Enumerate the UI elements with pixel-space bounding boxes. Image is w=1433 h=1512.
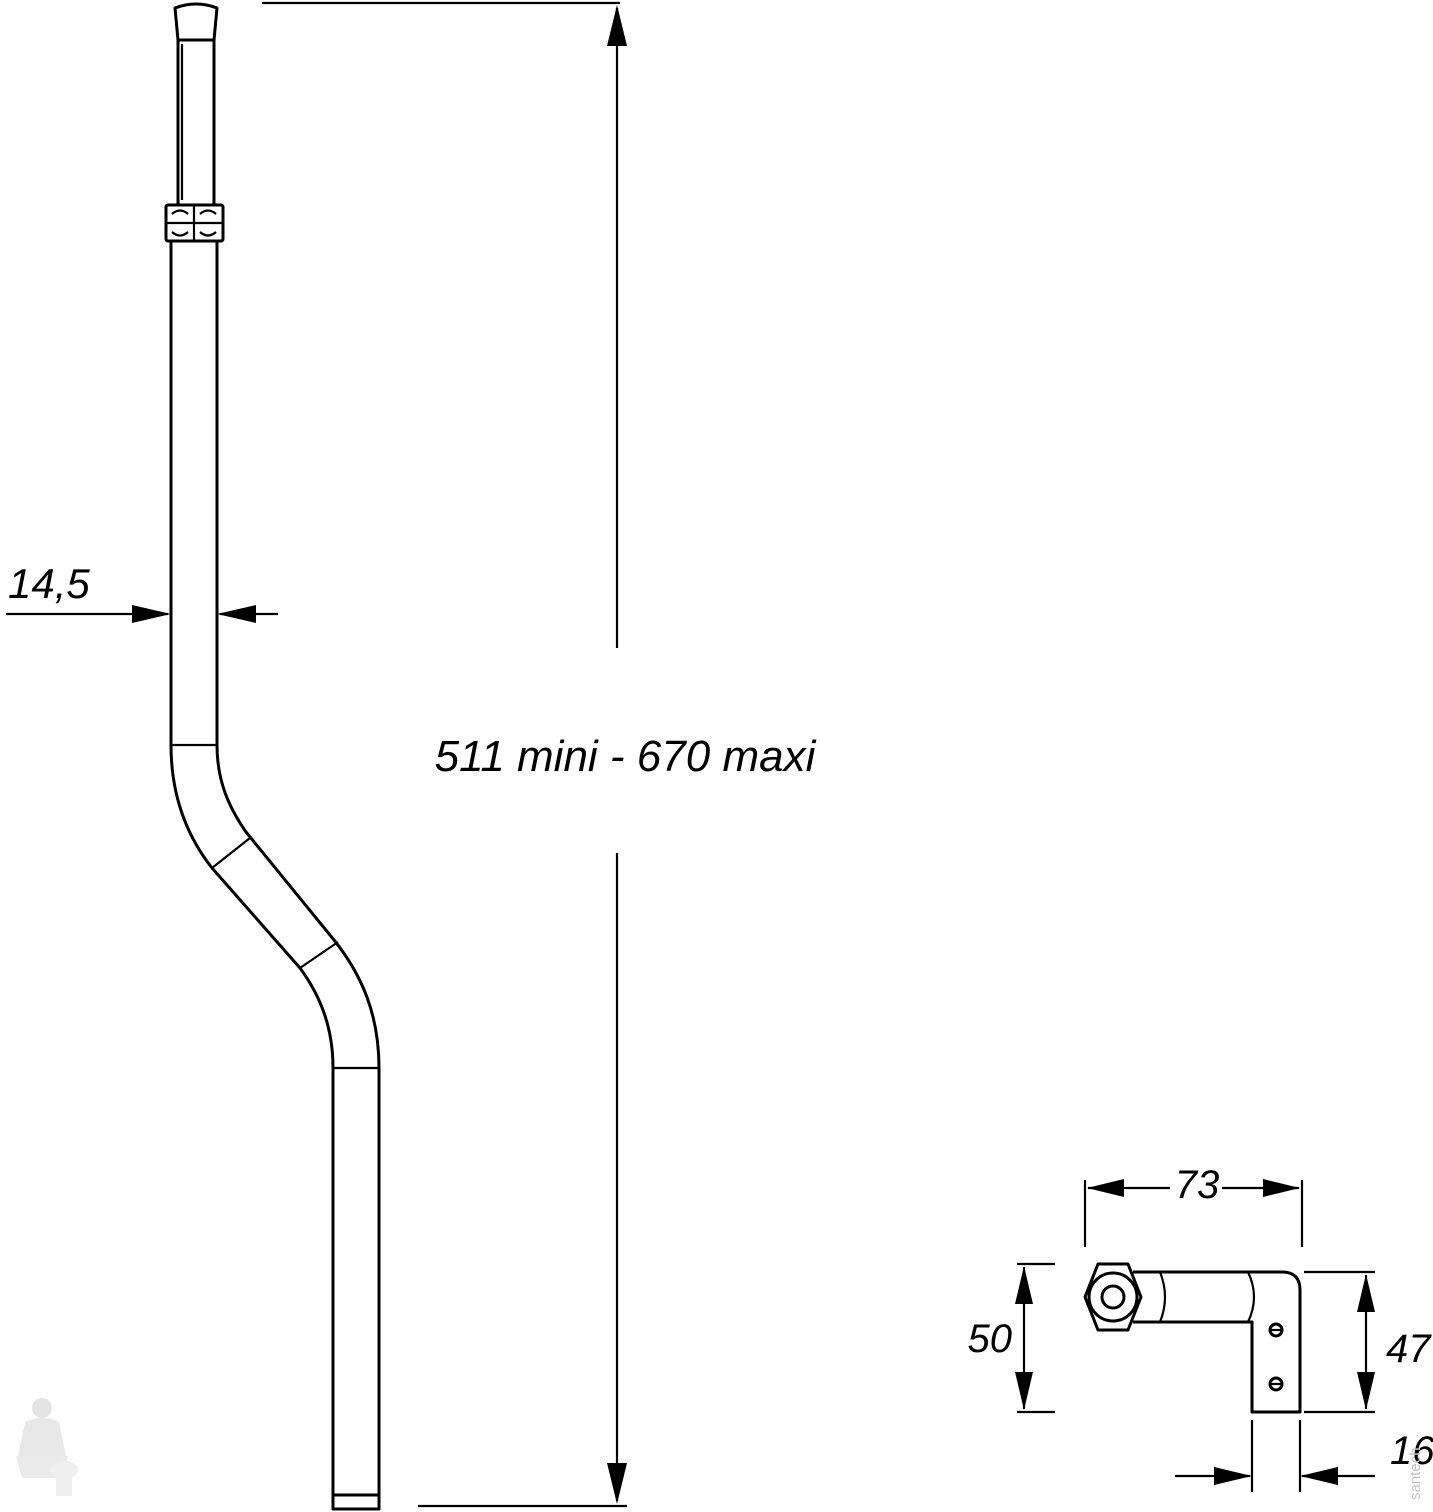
dim-elbow-width: 73 <box>1083 1163 1304 1247</box>
elbow-hex-nut <box>1083 1262 1143 1332</box>
pipe-body-right <box>215 241 381 1495</box>
flush-pipe <box>164 2 381 1511</box>
hex-nut <box>164 203 225 243</box>
pipe-joint-3 <box>299 941 339 969</box>
watermark-mascot <box>16 1398 78 1496</box>
pipe-bottom-end <box>331 1493 381 1511</box>
elbow-fitting <box>1083 1262 1302 1414</box>
elbow-horizontal-tube <box>1133 1270 1302 1414</box>
pipe-end-cap <box>173 2 219 42</box>
elbow-tube-seam-2 <box>1247 1271 1256 1323</box>
dim-pipe-length-label: 511 mini - 670 maxi <box>435 732 817 781</box>
pipe-body-left <box>169 241 335 1495</box>
watermark-text: santech <box>1407 1447 1424 1500</box>
dim-pipe-diameter: 14,5 <box>6 560 278 623</box>
dim-bracket-height: 47 <box>1304 1270 1432 1414</box>
elbow-tube-seam-1 <box>1158 1271 1167 1323</box>
dim-bracket-width-label: 16 <box>1390 1429 1433 1473</box>
pipe-upper-tube <box>176 40 216 204</box>
dim-bracket-width: 16 <box>1175 1420 1433 1492</box>
dim-elbow-width-label: 73 <box>1175 1163 1220 1207</box>
dim-pipe-diameter-label: 14,5 <box>8 560 90 607</box>
pipe-joint-2 <box>211 837 251 869</box>
elbow-nut-bore <box>1100 1284 1126 1310</box>
dim-bracket-height-label: 47 <box>1386 1327 1432 1371</box>
elbow-nut-ring <box>1087 1271 1139 1323</box>
dim-pipe-length: 511 mini - 670 maxi <box>262 1 817 1508</box>
dim-elbow-height: 50 <box>968 1262 1055 1414</box>
dim-elbow-height-label: 50 <box>968 1317 1013 1361</box>
